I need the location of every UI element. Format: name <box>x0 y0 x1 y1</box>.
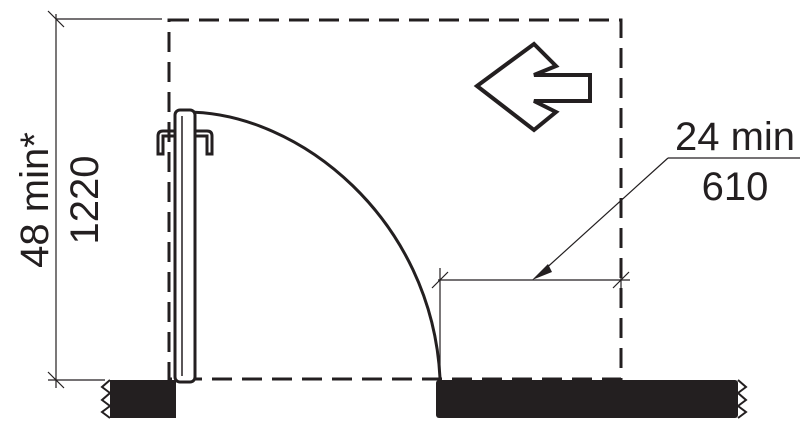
horizontal-dimension-imperial: 24 min <box>675 115 795 159</box>
clear-floor-space-outline <box>167 18 623 381</box>
horizontal-dimension <box>431 157 800 380</box>
arrow-left-icon <box>473 41 592 133</box>
door-handle <box>156 129 214 156</box>
vertical-dimension <box>47 10 162 389</box>
door-swing-arc <box>185 110 442 379</box>
horizontal-dimension-metric: 610 <box>702 165 769 209</box>
door-leaf <box>173 108 197 384</box>
leader-arrowhead <box>532 264 552 280</box>
wall-left <box>100 379 176 419</box>
vertical-dimension-metric: 1220 <box>63 156 107 245</box>
vertical-dimension-imperial: 48 min* <box>13 132 57 268</box>
wall-right <box>436 379 748 419</box>
